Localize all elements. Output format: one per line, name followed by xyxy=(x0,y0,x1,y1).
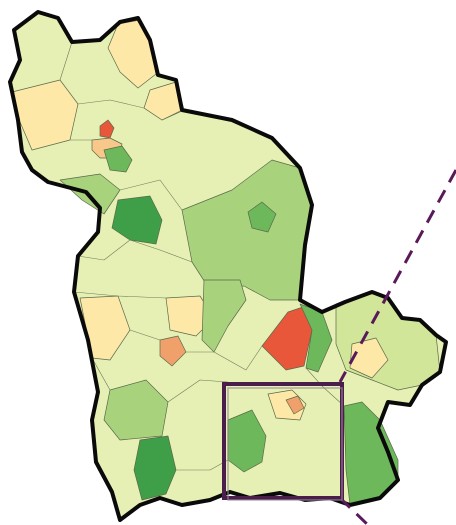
district-east-spot xyxy=(247,201,277,233)
district-south-dark xyxy=(133,435,177,501)
district-north-centre-east xyxy=(143,81,185,121)
district-central-west-dark xyxy=(111,195,163,245)
inset-highlight-box-shadow xyxy=(227,387,343,501)
district-south-west-medium xyxy=(103,379,169,441)
callout-leader-line-lower xyxy=(338,496,370,525)
boundary-line-c xyxy=(119,179,183,211)
boundary-line-a xyxy=(77,99,183,121)
boundary-line-h xyxy=(186,345,263,371)
boundary-line-b xyxy=(31,139,92,151)
boundary-line-i xyxy=(167,379,229,403)
boundary-lines-north xyxy=(59,41,73,81)
boundary-line-f xyxy=(91,357,111,391)
district-central-medium xyxy=(201,279,247,353)
callout-leader-line-upper xyxy=(338,169,456,383)
territory-outline xyxy=(8,10,448,522)
boundary-line-e xyxy=(73,291,167,299)
district-central-orange xyxy=(159,335,187,367)
district-box-orange xyxy=(285,395,305,415)
boundary-line-d xyxy=(77,239,193,263)
district-north-hotspot xyxy=(99,119,115,139)
boundary-line-g xyxy=(129,329,161,341)
district-north-cluster-green xyxy=(103,145,133,173)
